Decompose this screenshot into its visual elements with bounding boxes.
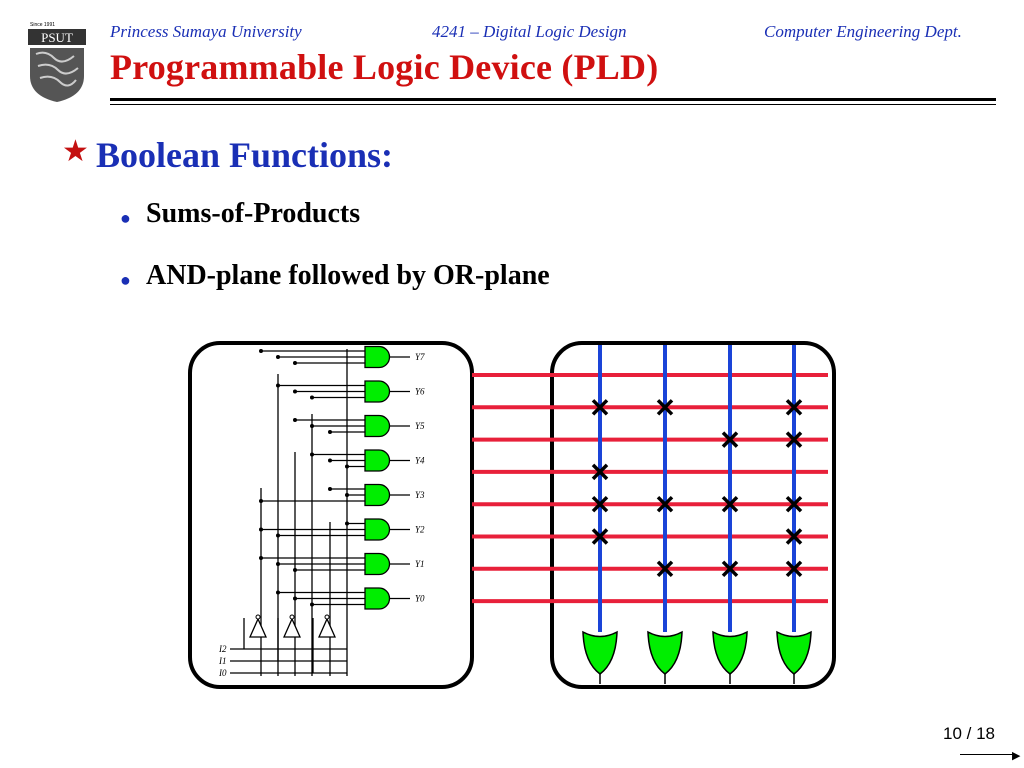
bullet-dot-icon: ● xyxy=(120,208,131,228)
wire-junction-dot xyxy=(276,590,280,595)
wire-junction-dot xyxy=(328,458,332,463)
page-number: 10 / 18 xyxy=(943,724,995,743)
decoder-wiring xyxy=(230,349,365,676)
or-input-lines xyxy=(598,345,796,632)
wire-junction-dot xyxy=(310,602,314,607)
connection-x-mark xyxy=(591,463,609,481)
input-label: I0 xyxy=(218,668,227,678)
and-gate xyxy=(364,380,391,403)
and-gate xyxy=(364,587,391,610)
output-label: Y5 xyxy=(415,421,425,431)
buffer-inverter xyxy=(317,617,337,638)
title-rule-thick xyxy=(110,98,996,101)
buffer-inverter xyxy=(248,617,268,638)
connection-x-mark xyxy=(785,399,803,416)
and-gate xyxy=(364,449,391,472)
output-label: Y3 xyxy=(415,490,425,500)
wire-junction-dot xyxy=(276,355,280,359)
wire-junction-dot xyxy=(293,418,297,422)
or-gate xyxy=(582,630,618,675)
wire-junction-dot xyxy=(276,533,280,538)
buffer-inverter xyxy=(282,617,302,638)
connection-x-mark xyxy=(656,399,674,416)
wire-junction-dot xyxy=(293,568,297,572)
and-gate xyxy=(364,483,391,507)
wire-junction-dot xyxy=(276,562,280,566)
wire-junction-dot xyxy=(259,527,263,532)
wire-junction-dot xyxy=(276,383,280,388)
wire-junction-dot xyxy=(345,464,349,469)
bullet-and-or-plane: AND-plane followed by OR-plane xyxy=(146,260,550,291)
output-label: Y6 xyxy=(415,387,425,397)
nav-line xyxy=(960,754,1016,755)
wire-junction-dot xyxy=(310,424,314,428)
wire-junction-dot xyxy=(310,395,314,400)
and-gate xyxy=(364,345,391,369)
and-gate xyxy=(364,552,391,576)
output-label: Y2 xyxy=(415,525,425,535)
or-gate xyxy=(647,630,683,675)
wire-junction-dot xyxy=(259,349,263,353)
bullet-dot-icon: ● xyxy=(120,270,131,290)
slide-title: Programmable Logic Device (PLD) xyxy=(110,47,659,87)
connection-x-mark xyxy=(656,495,674,513)
psut-logo: Since 1991 PSUT xyxy=(28,22,86,102)
wire-junction-dot xyxy=(293,596,297,601)
wire-junction-dot xyxy=(259,556,263,560)
wire-junction-dot xyxy=(259,499,263,503)
connection-x-mark xyxy=(721,431,739,448)
connection-x-mark xyxy=(785,528,803,545)
star-bullet-icon: ★ xyxy=(62,135,89,168)
connection-x-mark xyxy=(591,528,609,545)
product-lines xyxy=(472,373,828,604)
or-gates xyxy=(582,630,812,684)
logo-banner xyxy=(28,29,86,45)
connection-x-mark xyxy=(721,560,739,578)
title-rule-thin xyxy=(110,104,996,105)
wire-junction-dot xyxy=(328,430,332,434)
input-label: I1 xyxy=(218,656,227,666)
connection-x-mark xyxy=(656,560,674,578)
wire-junction-dot xyxy=(293,361,297,365)
connection-x-mark xyxy=(591,399,609,416)
or-plane-box xyxy=(550,341,836,689)
wire-junction-dot xyxy=(310,452,314,457)
nav-arrow-icon[interactable]: ▶ xyxy=(1012,749,1021,762)
connection-x-mark xyxy=(721,495,739,513)
wire-junction-dot xyxy=(345,521,349,526)
logo-abbr-text: PSUT xyxy=(41,30,73,45)
input-label: I2 xyxy=(218,644,227,654)
header-university: Princess Sumaya University xyxy=(110,22,302,41)
and-gate xyxy=(364,518,391,541)
connection-x-mark xyxy=(591,495,609,513)
logo-since-text: Since 1991 xyxy=(30,22,55,28)
connection-x-mark xyxy=(785,495,803,513)
section-heading: Boolean Functions: xyxy=(96,135,394,175)
logo-shield-icon xyxy=(30,48,84,102)
output-label: Y0 xyxy=(415,594,425,604)
and-plane-box xyxy=(188,341,474,689)
output-label: Y4 xyxy=(415,456,425,466)
or-gate xyxy=(712,630,748,675)
and-gate xyxy=(364,414,391,438)
output-label: Y1 xyxy=(415,559,425,569)
connection-x-mark xyxy=(785,431,803,448)
bullet-sums-of-products: Sums-of-Products xyxy=(146,198,361,229)
or-gate xyxy=(776,630,812,675)
connection-x-mark xyxy=(785,560,803,578)
wire-junction-dot xyxy=(328,487,332,491)
decoder-and-gates xyxy=(248,345,410,638)
connection-marks xyxy=(591,399,803,578)
header-department: Computer Engineering Dept. xyxy=(764,22,962,41)
wire-junction-dot xyxy=(293,389,297,394)
header-course: 4241 – Digital Logic Design xyxy=(432,22,627,41)
output-label: Y7 xyxy=(415,352,425,362)
wire-junction-dot xyxy=(345,493,349,497)
